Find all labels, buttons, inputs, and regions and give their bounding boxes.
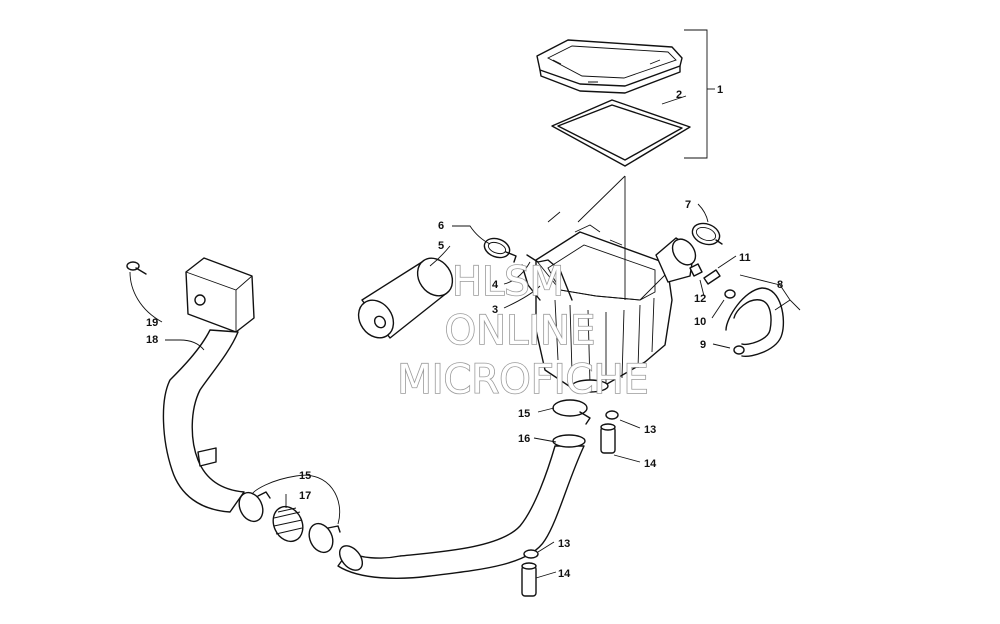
breather-fitting[interactable] [521,254,573,301]
air-filter[interactable] [351,251,459,344]
callout-19: 19 [146,317,158,329]
callout-8: 8 [777,279,783,291]
callout-5: 5 [438,240,444,252]
clamp-9[interactable] [733,345,745,355]
outlet-clamp[interactable] [689,220,723,248]
drain-fitting-12[interactable] [689,263,703,277]
airbox-lid[interactable] [536,39,683,94]
watermark-line-3: MICROFICHE [397,357,649,403]
clamp-13-lower[interactable] [523,549,539,559]
callout-4: 4 [492,279,499,291]
airbox-seal[interactable] [551,99,691,167]
airbox-outlet-neck[interactable] [655,235,700,283]
clamp-15-left[interactable] [235,489,271,525]
callout-12: 12 [694,293,706,305]
intake-silencer-18[interactable] [162,257,255,513]
watermark-line-2: ONLINE [445,308,596,354]
drain-fitting-11[interactable] [703,269,721,285]
leader-lines [129,95,801,579]
callout-10: 10 [694,316,706,328]
clamp-10[interactable] [724,289,736,299]
callout-7: 7 [685,199,691,211]
clamp-13-upper[interactable] [605,410,619,420]
callout-6: 6 [438,220,444,232]
clamp-15-upper[interactable] [552,399,591,425]
callout-9: 9 [700,339,706,351]
callout-3: 3 [492,304,498,316]
watermark-line-1: HLSM [452,259,564,305]
callout-11: 11 [739,252,751,264]
plug-14-upper[interactable] [600,423,616,454]
callout-1: 1 [717,84,723,96]
callout-15-upper: 15 [518,408,530,420]
clamp-15-right[interactable] [305,520,341,556]
coupler-17[interactable] [268,502,309,546]
assembly-bracket [684,29,715,159]
callout-labels: 1 2 6 5 4 3 7 11 8 12 10 9 15 13 16 14 1… [146,84,783,580]
filter-clamp[interactable] [482,235,517,263]
callout-18: 18 [146,334,158,346]
callout-16: 16 [518,433,530,445]
plug-14-lower[interactable] [521,562,537,597]
airbox-housing[interactable] [535,224,673,393]
intake-duct-16[interactable] [335,434,586,579]
watermark: HLSM ONLINE MICROFICHE [396,258,649,404]
callout-17: 17 [299,490,311,502]
callout-15-lower: 15 [299,470,311,482]
breather-hose-8[interactable] [725,287,785,357]
callout-13-lower: 13 [558,538,570,550]
bolt-19[interactable] [126,261,147,275]
callout-13-upper: 13 [644,424,656,436]
callout-2: 2 [676,89,682,101]
alignment-lines [547,175,626,300]
callout-14-lower: 14 [558,568,571,580]
callout-14-upper: 14 [644,458,657,470]
